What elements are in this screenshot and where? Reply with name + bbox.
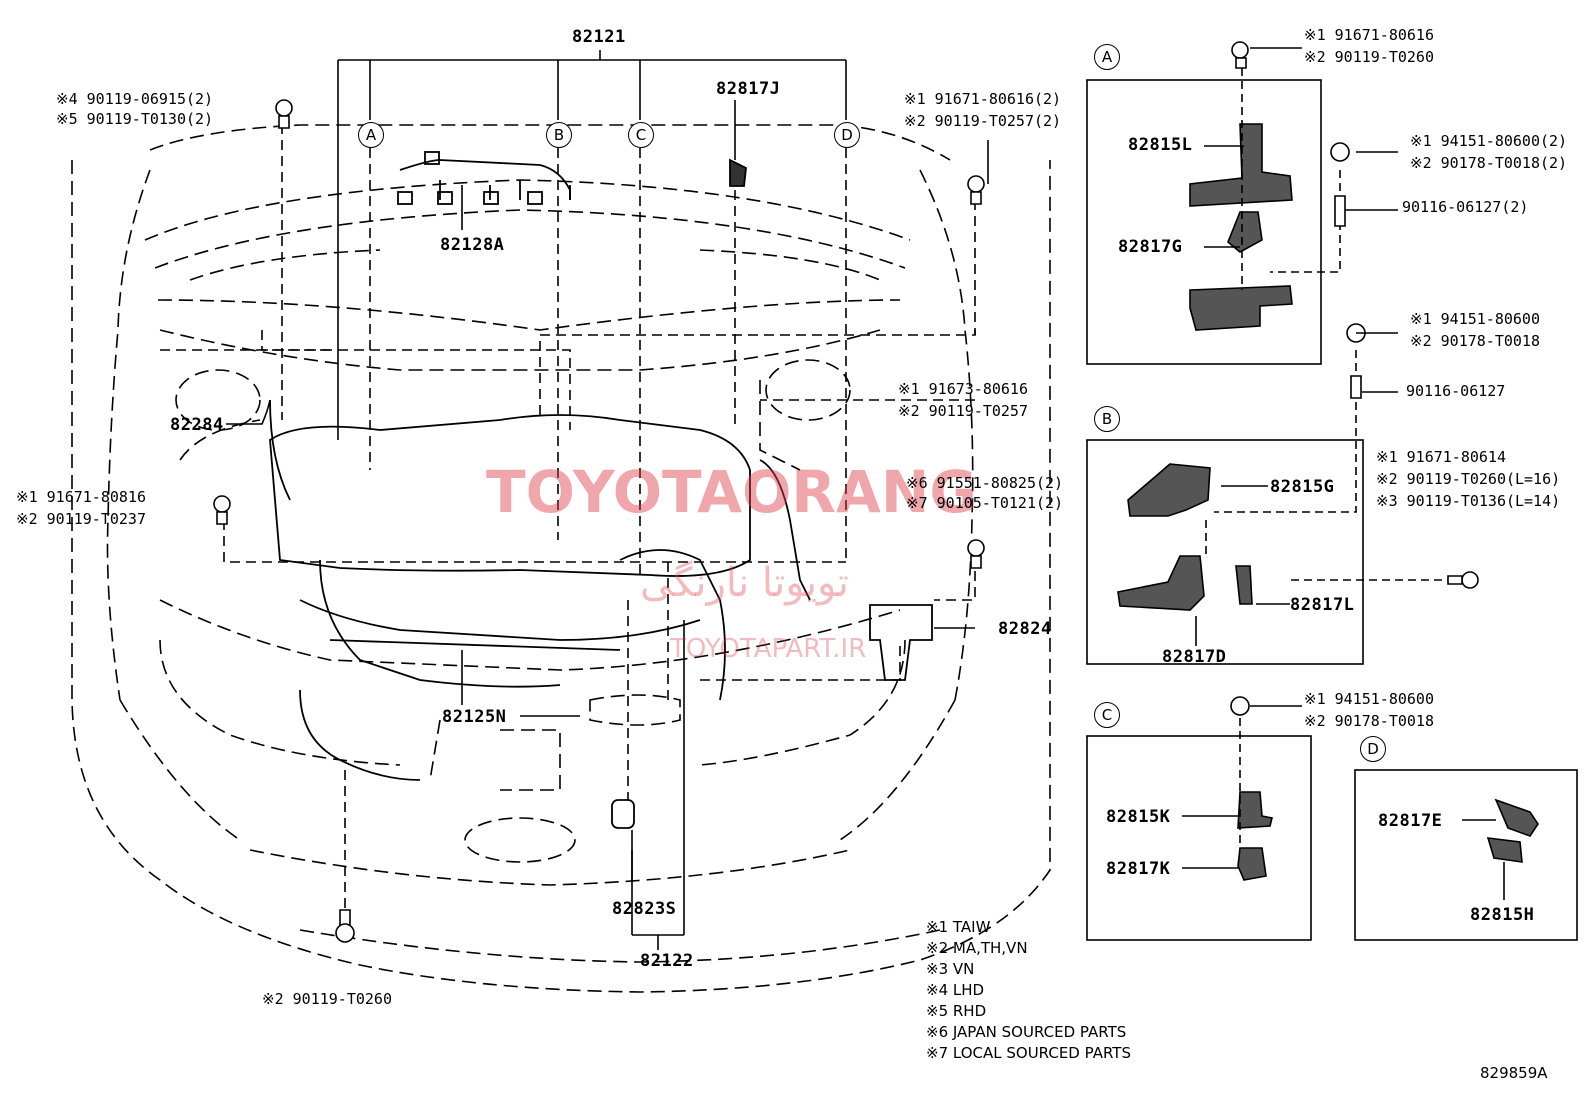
bolt-note-5b: ※2 90119-T0237 — [16, 510, 146, 528]
bolt-note-2a: ※1 91671-80616(2) — [904, 90, 1062, 108]
panel-b-top-note-3: 90116-06127 — [1406, 382, 1506, 400]
panel-b-right-note-3: ※3 90119-T0136(L=14) — [1376, 492, 1561, 510]
panel-a-bolts — [1231, 41, 1350, 227]
watermark-text: TOYOTAORANG — [486, 458, 977, 526]
car-body-outline — [71, 124, 1051, 993]
legend-line-3: ※3 VN — [926, 960, 975, 978]
part-82815k: 82815K — [1106, 807, 1171, 827]
bolt-note-3b: ※2 90119-T0257 — [898, 402, 1028, 420]
panel-c-top-note-2: ※2 90178-T0018 — [1304, 712, 1434, 730]
panel-b-drawing — [1117, 463, 1253, 611]
leader-lines — [226, 50, 975, 950]
engine-harness — [269, 151, 933, 829]
part-82817d: 82817D — [1162, 647, 1227, 667]
panel-c-letter: C — [1094, 702, 1120, 728]
panel-d-drawing — [1486, 798, 1539, 863]
bolt-note-1b: ※5 90119-T0130(2) — [56, 110, 214, 128]
watermark-arabic: تویوتا نارنگی — [640, 560, 849, 606]
legend-line-1: ※1 TAIW — [926, 918, 991, 936]
legend-line-2: ※2 MA,TH,VN — [926, 939, 1028, 957]
part-82817k: 82817K — [1106, 859, 1171, 879]
panel-b-leaders — [1205, 350, 1468, 581]
panel-a-top-note-1: ※1 91671-80616 — [1304, 26, 1434, 44]
part-82817l: 82817L — [1290, 595, 1355, 615]
panel-b-top-note-1: ※1 94151-80600 — [1410, 310, 1540, 328]
dashed-leaders — [160, 124, 976, 940]
panel-d-letter: D — [1360, 736, 1386, 762]
part-82817g: 82817G — [1118, 237, 1183, 257]
panel-a-letter: A — [1094, 44, 1120, 70]
bolt-note-2b: ※2 90119-T0257(2) — [904, 112, 1062, 130]
panel-c-top-note-1: ※1 94151-80600 — [1304, 690, 1434, 708]
part-82815h: 82815H — [1470, 905, 1535, 925]
panel-a-right-note-2: ※2 90178-T0018(2) — [1410, 154, 1568, 172]
part-82824: 82824 — [998, 619, 1052, 639]
legend-line-6: ※6 JAPAN SOURCED PARTS — [926, 1023, 1127, 1041]
bolt-icons — [213, 99, 985, 943]
callout-b: B — [546, 122, 572, 148]
part-82128a: 82128A — [440, 235, 505, 255]
part-82125n: 82125N — [442, 707, 507, 727]
panel-a-right-note-1: ※1 94151-80600(2) — [1410, 132, 1568, 150]
panel-a-drawing — [1189, 123, 1293, 331]
bolt-note-6: ※2 90119-T0260 — [262, 990, 392, 1008]
legend-line-7: ※7 LOCAL SOURCED PARTS — [926, 1044, 1131, 1062]
callout-d: D — [834, 122, 860, 148]
callout-c: C — [628, 122, 654, 148]
watermark-url: TOYOTAPART.IR — [670, 634, 867, 664]
diagram-id: 829859A — [1480, 1064, 1548, 1082]
part-82815l: 82815L — [1128, 135, 1193, 155]
part-82122: 82122 — [640, 951, 694, 971]
legend-line-4: ※4 LHD — [926, 981, 985, 999]
part-82284: 82284 — [170, 415, 224, 435]
panel-b-top-note-2: ※2 90178-T0018 — [1410, 332, 1540, 350]
panel-b-right-note-1: ※1 91671-80614 — [1376, 448, 1506, 466]
panel-b-letter: B — [1094, 406, 1120, 432]
part-82817e: 82817E — [1378, 811, 1443, 831]
bolt-note-4a: ※6 91551-80825(2) — [906, 474, 1064, 492]
panel-b-bolts — [1346, 323, 1479, 589]
panel-a-right-note-3: 90116-06127(2) — [1402, 198, 1529, 216]
detail-panels — [1086, 79, 1578, 941]
bolt-note-1a: ※4 90119-06915(2) — [56, 90, 214, 108]
part-82121: 82121 — [572, 27, 626, 47]
bolt-note-4b: ※7 90105-T0121(2) — [906, 494, 1064, 512]
part-82815g: 82815G — [1270, 477, 1335, 497]
part-82817j: 82817J — [716, 79, 781, 99]
bolt-note-3a: ※1 91673-80616 — [898, 380, 1028, 398]
legend-line-5: ※5 RHD — [926, 1002, 987, 1020]
part-82823s: 82823S — [612, 899, 677, 919]
bolt-note-5a: ※1 91671-80816 — [16, 488, 146, 506]
panel-b-right-note-2: ※2 90119-T0260(L=16) — [1376, 470, 1561, 488]
panel-c-bolts — [1230, 696, 1250, 716]
callout-a: A — [358, 122, 384, 148]
panel-part-leaders — [987, 47, 1505, 900]
panel-a-top-note-2: ※2 90119-T0260 — [1304, 48, 1434, 66]
panel-c-drawing — [1237, 791, 1273, 881]
